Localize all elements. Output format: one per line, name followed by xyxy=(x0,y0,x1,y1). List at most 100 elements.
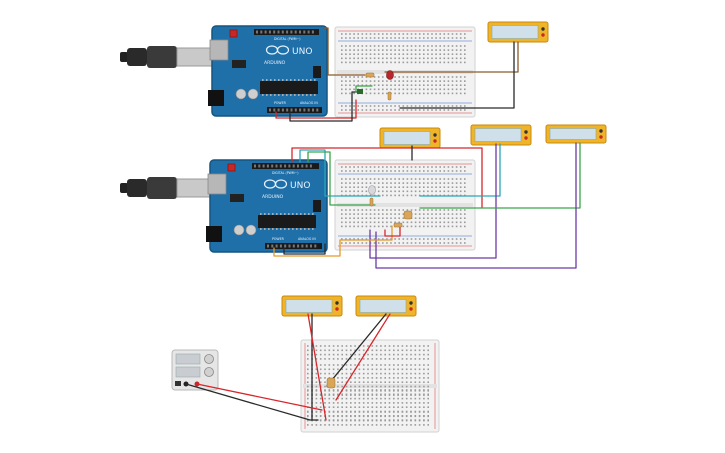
breadboard-hole[interactable] xyxy=(375,372,378,375)
breadboard-hole[interactable] xyxy=(455,61,458,64)
breadboard-hole[interactable] xyxy=(324,424,326,426)
breadboard-hole[interactable] xyxy=(402,166,405,168)
breadboard-hole[interactable] xyxy=(398,53,400,55)
breadboard-hole[interactable] xyxy=(382,225,384,228)
breadboard-hole[interactable] xyxy=(398,61,400,64)
breadboard-hole[interactable] xyxy=(350,419,352,422)
breadboard-hole[interactable] xyxy=(447,84,450,86)
breadboard-hole[interactable] xyxy=(315,358,318,360)
breadboard-hole[interactable] xyxy=(337,406,339,408)
breadboard-hole[interactable] xyxy=(427,358,429,360)
breadboard-hole[interactable] xyxy=(459,76,462,78)
breadboard-hole[interactable] xyxy=(455,225,458,228)
breadboard-hole[interactable] xyxy=(361,61,364,64)
analog-pin[interactable] xyxy=(286,108,289,112)
breadboard-hole[interactable] xyxy=(431,92,433,95)
breadboard-hole[interactable] xyxy=(390,242,392,244)
breadboard-hole[interactable] xyxy=(386,242,388,244)
breadboard-hole[interactable] xyxy=(443,238,446,240)
breadboard-hole[interactable] xyxy=(414,217,417,219)
breadboard-hole[interactable] xyxy=(418,57,421,60)
breadboard-hole[interactable] xyxy=(367,349,369,352)
breadboard-hole[interactable] xyxy=(324,385,326,388)
breadboard-hole[interactable] xyxy=(362,353,365,356)
breadboard-hole[interactable] xyxy=(362,411,365,413)
breadboard-hole[interactable] xyxy=(439,238,441,240)
breadboard-hole[interactable] xyxy=(365,238,368,240)
breadboard-hole[interactable] xyxy=(341,53,343,55)
breadboard-hole[interactable] xyxy=(386,186,388,188)
breadboard-hole[interactable] xyxy=(341,182,343,184)
breadboard-hole[interactable] xyxy=(369,49,372,51)
breadboard-hole[interactable] xyxy=(349,76,351,78)
breadboard-hole[interactable] xyxy=(410,45,413,47)
photoresistor-middle[interactable] xyxy=(403,210,413,220)
breadboard-hole[interactable] xyxy=(388,372,391,375)
breadboard-hole[interactable] xyxy=(393,372,395,375)
breadboard-hole[interactable] xyxy=(390,45,392,47)
breadboard-hole[interactable] xyxy=(357,61,359,64)
breadboard-hole[interactable] xyxy=(451,221,454,224)
breadboard-hole[interactable] xyxy=(459,105,462,107)
breadboard-hole[interactable] xyxy=(410,53,413,55)
breadboard-hole[interactable] xyxy=(324,393,326,396)
breadboard-hole[interactable] xyxy=(332,372,335,375)
breadboard-hole[interactable] xyxy=(382,57,384,60)
breadboard-hole[interactable] xyxy=(365,190,368,193)
breadboard-hole[interactable] xyxy=(414,166,417,168)
breadboard-hole[interactable] xyxy=(464,190,466,193)
breadboard-hole[interactable] xyxy=(367,415,369,418)
breadboard-hole[interactable] xyxy=(349,61,351,64)
breadboard-hole[interactable] xyxy=(423,84,425,86)
breadboard-hole[interactable] xyxy=(358,349,361,352)
breadboard-hole[interactable] xyxy=(380,345,382,347)
breadboard-hole[interactable] xyxy=(341,381,343,383)
breadboard-hole[interactable] xyxy=(406,182,409,184)
breadboard-hole[interactable] xyxy=(427,57,429,60)
breadboard-hole[interactable] xyxy=(443,217,446,219)
breadboard-hole[interactable] xyxy=(353,37,355,39)
breadboard-hole[interactable] xyxy=(393,419,395,422)
breadboard-hole[interactable] xyxy=(354,415,356,418)
breadboard-hole[interactable] xyxy=(365,88,368,91)
breadboard-hole[interactable] xyxy=(361,53,364,55)
breadboard-hole[interactable] xyxy=(350,345,352,347)
breadboard-hole[interactable] xyxy=(464,213,466,215)
breadboard-hole[interactable] xyxy=(315,368,318,371)
wire-brown-arduino-top[interactable] xyxy=(323,27,366,76)
breadboard-hole[interactable] xyxy=(418,190,421,193)
breadboard-hole[interactable] xyxy=(459,33,462,35)
breadboard-hole[interactable] xyxy=(382,49,384,51)
breadboard-hole[interactable] xyxy=(341,397,343,400)
breadboard-hole[interactable] xyxy=(410,381,412,383)
breadboard-hole[interactable] xyxy=(405,381,408,383)
digital-pin[interactable] xyxy=(301,164,304,168)
breadboard-hole[interactable] xyxy=(371,381,374,383)
meter-probe-com[interactable] xyxy=(409,301,413,305)
breadboard-hole[interactable] xyxy=(380,364,382,366)
breadboard-hole[interactable] xyxy=(451,109,454,111)
breadboard-hole[interactable] xyxy=(418,61,421,64)
breadboard-hole[interactable] xyxy=(397,385,399,388)
breadboard-hole[interactable] xyxy=(393,358,395,360)
breadboard-hole[interactable] xyxy=(447,209,450,211)
breadboard-hole[interactable] xyxy=(406,109,409,111)
wire-red-middle-loop[interactable] xyxy=(291,147,483,209)
breadboard-hole[interactable] xyxy=(341,190,343,193)
breadboard-hole[interactable] xyxy=(439,166,441,168)
breadboard-hole[interactable] xyxy=(410,33,413,35)
breadboard-hole[interactable] xyxy=(427,190,429,193)
breadboard-hole[interactable] xyxy=(435,178,437,180)
breadboard-hole[interactable] xyxy=(451,166,454,168)
breadboard-hole[interactable] xyxy=(414,381,417,383)
reset-button[interactable] xyxy=(229,29,238,38)
breadboard-hole[interactable] xyxy=(371,397,374,400)
breadboard-hole[interactable] xyxy=(464,170,466,172)
breadboard-hole[interactable] xyxy=(418,221,421,224)
breadboard-hole[interactable] xyxy=(367,345,369,347)
breadboard-hole[interactable] xyxy=(369,53,372,55)
breadboard-hole[interactable] xyxy=(319,424,322,426)
breadboard-hole[interactable] xyxy=(382,190,384,193)
breadboard-hole[interactable] xyxy=(353,76,355,78)
breadboard-hole[interactable] xyxy=(324,406,326,408)
